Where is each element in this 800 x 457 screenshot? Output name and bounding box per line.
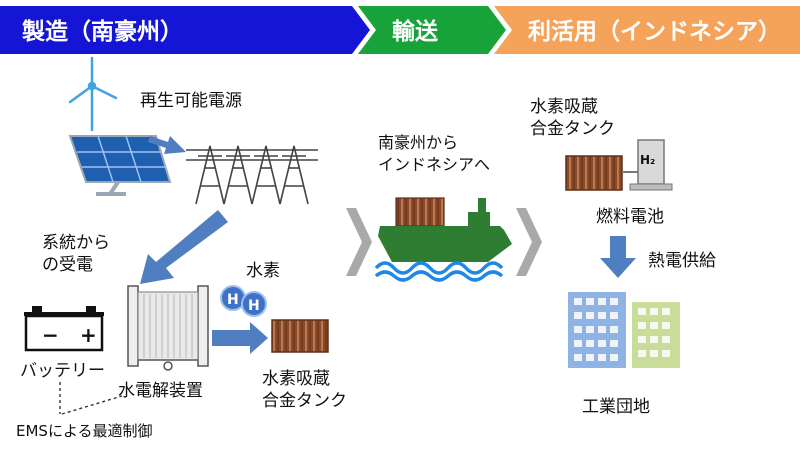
ems-dashed-links — [59, 382, 123, 415]
hydrogen-label: 水素 — [246, 261, 280, 281]
header-manufacturing: 製造（南豪州） — [21, 18, 183, 45]
battery-minus: − — [42, 323, 59, 347]
cargo-ship-icon — [378, 197, 512, 262]
transport-label-line1: 南豪州から — [378, 133, 458, 152]
chevron-to-utilization — [516, 208, 542, 276]
battery-icon: − + — [24, 306, 104, 352]
electrolyzer-icon — [127, 285, 209, 371]
wind-turbine-icon — [68, 56, 118, 132]
header-transport: 輸送 — [392, 18, 438, 45]
util-tank-label-line1: 水素吸蔵 — [530, 97, 598, 117]
fuel-cell-unit-icon: H₂ — [622, 139, 673, 191]
util-tank-label-line2: 合金タンク — [530, 119, 615, 139]
grid-label-line1: 系統から — [42, 233, 110, 253]
arrow-grid-to-electrolyzer — [140, 210, 228, 284]
chevron-to-transport — [346, 208, 372, 276]
arrow-solar-to-grid — [148, 136, 186, 154]
h-symbol-2: H — [248, 298, 260, 314]
tank-label-line1: 水素吸蔵 — [262, 369, 330, 389]
util-hydrogen-tank-icon — [565, 155, 623, 191]
industrial-label: 工業団地 — [582, 397, 650, 417]
header-utilization: 利活用（インドネシア） — [528, 18, 781, 45]
renewable-label: 再生可能電源 — [140, 91, 242, 111]
header-band: 製造（南豪州） 輸送 利活用（インドネシア） — [0, 6, 800, 54]
ems-label: EMSによる最適制御 — [16, 422, 153, 440]
electrolyzer-label: 水電解装置 — [118, 381, 203, 401]
battery-label: バッテリー — [20, 361, 105, 381]
h2-label: H₂ — [640, 153, 655, 167]
water-waves-icon — [374, 261, 504, 282]
hydrogen-tank-icon — [271, 319, 329, 353]
battery-plus: + — [80, 323, 97, 347]
grid-label-line2: の受電 — [42, 255, 93, 275]
transport-label-line2: インドネシアへ — [378, 155, 490, 174]
hydrogen-molecule-icon: H H — [220, 285, 267, 317]
solar-panel-icon — [68, 135, 172, 196]
fuel-cell-label: 燃料電池 — [596, 207, 664, 227]
power-tower-icon — [186, 145, 318, 205]
supply-label: 熱電供給 — [648, 251, 716, 271]
arrow-supply-down — [600, 236, 636, 278]
h-symbol-1: H — [227, 292, 239, 308]
header-manufacturing-chevron — [0, 6, 370, 54]
office-building-blue-icon — [568, 292, 626, 368]
header-transport-chevron — [358, 6, 506, 54]
header-utilization-chevron — [494, 6, 800, 54]
tank-label-line2: 合金タンク — [262, 391, 347, 411]
arrow-electrolyzer-to-tank — [212, 322, 268, 354]
office-building-green-icon — [632, 302, 680, 368]
